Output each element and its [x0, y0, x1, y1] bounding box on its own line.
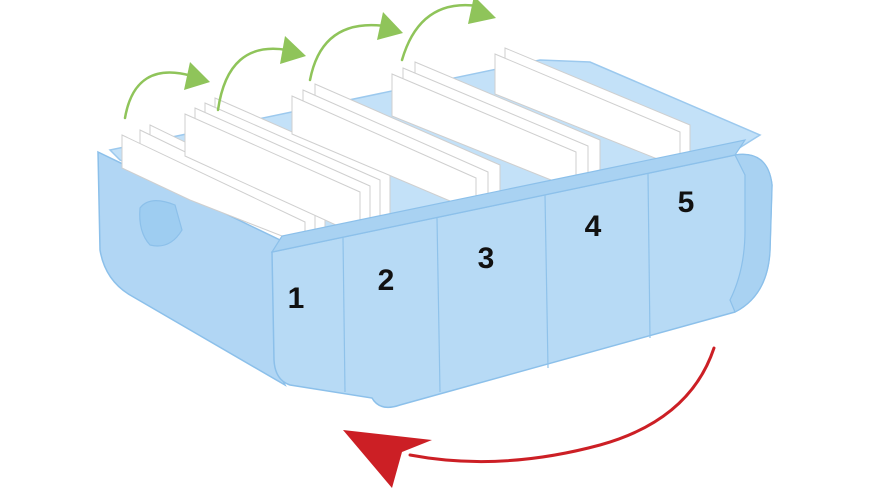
compartment-label-4: 4 [585, 210, 602, 243]
arrowhead-icon [468, 0, 496, 24]
curved-arrow-icons [123, 0, 496, 120]
return-arrow-icon [343, 346, 716, 488]
curved-arrow-icon [400, 3, 480, 62]
card-stack-3 [291, 83, 501, 213]
curved-arrow-icon [123, 71, 194, 120]
arrowhead-icon [280, 36, 306, 64]
compartment-label-3: 3 [478, 242, 495, 275]
compartment-label-1: 1 [288, 282, 305, 315]
box-right-end [729, 153, 773, 313]
curved-arrow-icon [308, 23, 387, 82]
compartment-label-2: 2 [378, 264, 395, 297]
arrowhead-icon [377, 12, 403, 40]
compartment-labels: 1 2 3 4 5 [288, 186, 695, 315]
return-arrowhead-icon [343, 430, 432, 488]
curved-arrow-icon [216, 47, 289, 112]
box-front-rim [270, 139, 747, 253]
arrowhead-icon [184, 62, 210, 90]
compartment-dividers [342, 173, 651, 393]
box-handle-cutout [139, 200, 183, 247]
card-stack-4 [391, 61, 601, 191]
card-stack-5 [494, 47, 691, 169]
compartment-label-5: 5 [678, 186, 695, 219]
card-stacks [121, 47, 691, 246]
